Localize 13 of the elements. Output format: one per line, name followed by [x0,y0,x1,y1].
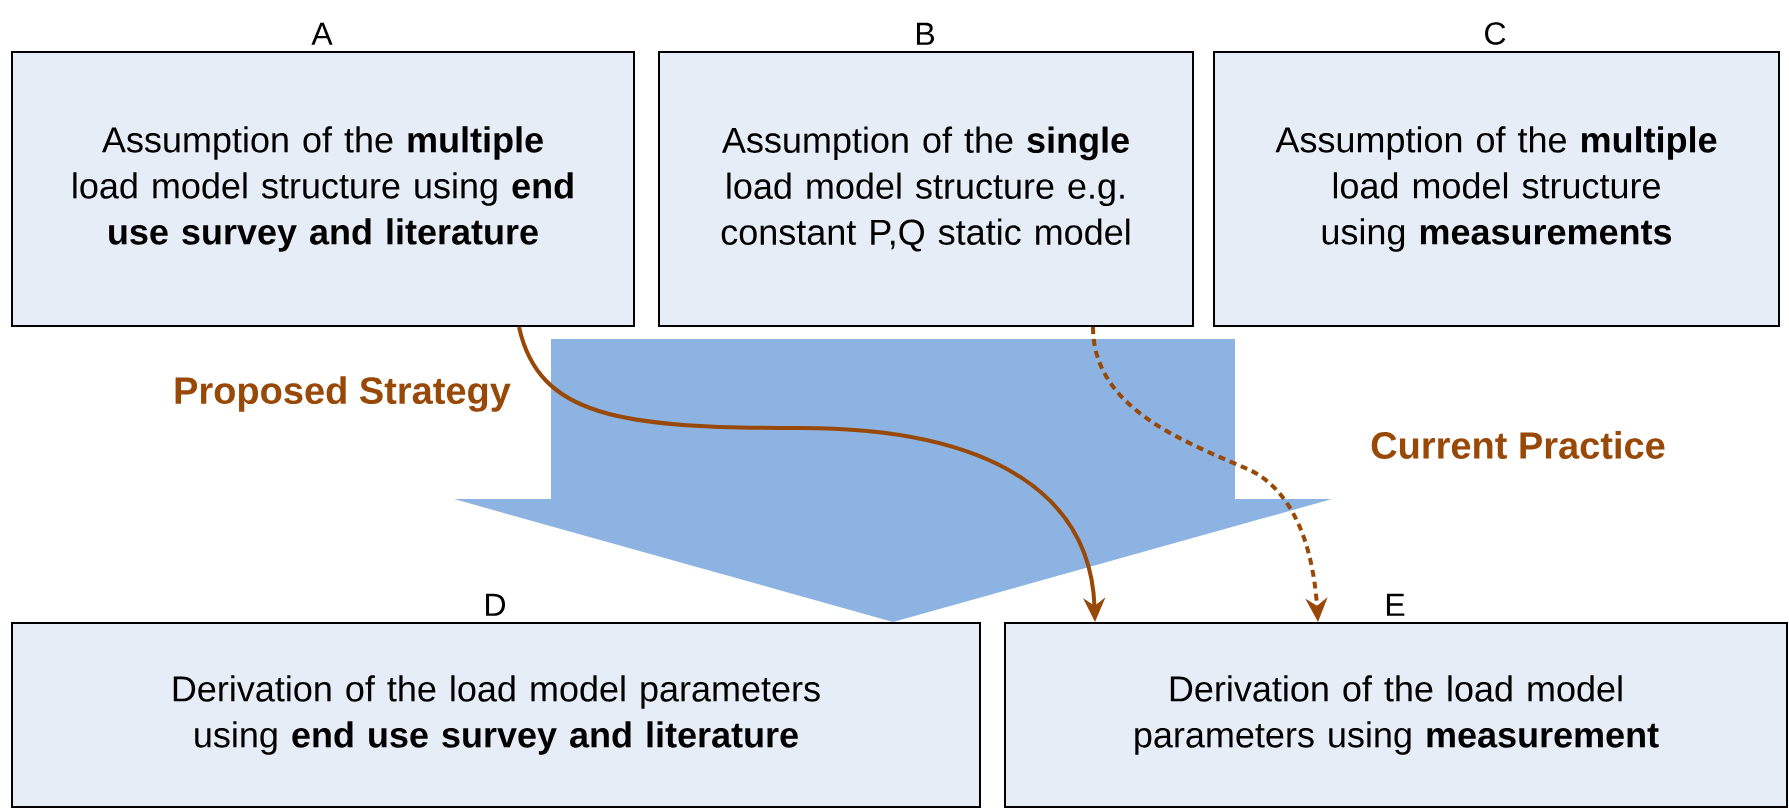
box-heading: C [1485,22,1506,45]
box-heading: E [1386,593,1405,616]
edge-label: Current Practice [1371,431,1665,459]
process-box: Derivation of the load model parameters using end use survey and literature [11,622,981,808]
process-box: Assumption of the multiple load model structure using end use survey and literature [11,51,635,327]
process-box: Derivation of the load model parameters using measurement [1004,622,1788,808]
block-arrow [454,339,1332,622]
process-box: Assumption of the single load model structure e.g. constant P,Q static model [658,51,1194,327]
box-heading: D [486,593,506,616]
edge-label: Proposed Strategy [175,376,511,412]
box-heading: B [916,22,934,45]
box-heading: A [311,22,333,45]
process-box: Assumption of the multiple load model structure using measurements [1213,51,1780,327]
